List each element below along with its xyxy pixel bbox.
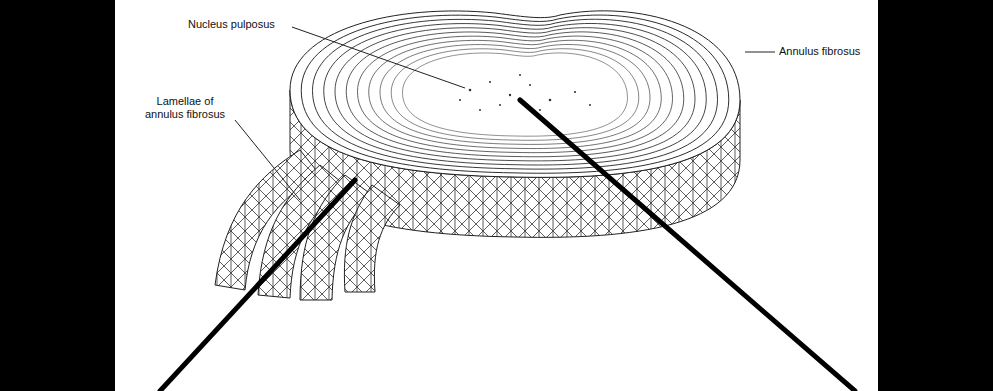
part-label: Nucleus pulposus (188, 18, 275, 31)
part-label: Annulus fibrosus (779, 45, 860, 58)
part-label: Lamellae of annulus fibrosus (137, 95, 233, 121)
